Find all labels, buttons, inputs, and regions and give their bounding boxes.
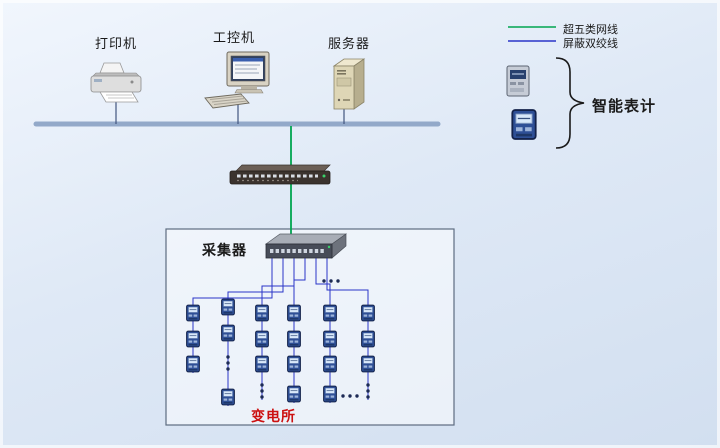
- meter-icon: [287, 304, 301, 322]
- meter-icon: [287, 355, 301, 373]
- ellipsis-dots: [260, 395, 264, 399]
- meter-icon: [255, 330, 269, 348]
- meter-icon: [323, 355, 337, 373]
- meter-branch-wire: [227, 258, 284, 406]
- ellipsis-dots: [322, 279, 326, 283]
- ellipsis-dots: [366, 383, 370, 387]
- meter-icon: [186, 330, 200, 348]
- meter-grid: [186, 258, 375, 406]
- meter-icon: [361, 355, 375, 373]
- ellipsis-dots: [348, 394, 352, 398]
- substation-label: 变电所: [251, 408, 296, 424]
- legend-label-stp: 屏蔽双绞线: [563, 38, 618, 50]
- meter-icon: [323, 385, 337, 403]
- server-icon: [332, 58, 366, 110]
- printer-label: 打印机: [95, 36, 138, 51]
- printer-icon: [90, 62, 142, 103]
- collector-label: 采集器: [202, 242, 247, 258]
- legend-label-cat5e: 超五类网线: [563, 24, 618, 36]
- meter-icon: [221, 298, 235, 316]
- ellipsis-dots: [366, 395, 370, 399]
- meter-icon: [287, 385, 301, 403]
- ellipsis-dots: [226, 367, 230, 371]
- ellipsis-dots: [355, 394, 359, 398]
- ellipsis-dots: [226, 361, 230, 365]
- meter-icon: [323, 330, 337, 348]
- meter-icon: [255, 355, 269, 373]
- smart-meters-label: 智能表计: [592, 98, 657, 115]
- meter-icon: [221, 388, 235, 406]
- ellipsis-dots: [341, 394, 345, 398]
- meter-icon: [255, 304, 269, 322]
- ellipsis-dots: [336, 279, 340, 283]
- smart-meter-icon-b: [511, 109, 537, 140]
- switch-icon: [229, 164, 331, 185]
- industrial-pc-icon: [204, 51, 270, 109]
- meter-icon: [221, 324, 235, 342]
- ellipsis-dots: [226, 355, 230, 359]
- smart-meter-icon-a: [506, 65, 530, 97]
- industrial-pc-label: 工控机: [213, 30, 256, 45]
- ellipsis-dots: [260, 389, 264, 393]
- meter-icon: [287, 330, 301, 348]
- meter-icon: [323, 304, 337, 322]
- ellipsis-dots: [260, 383, 264, 387]
- meter-icon: [186, 304, 200, 322]
- brace: [555, 57, 585, 149]
- substation-box: [165, 228, 455, 426]
- ellipsis-dots: [329, 279, 333, 283]
- meter-icon: [186, 355, 200, 373]
- server-label: 服务器: [328, 36, 371, 51]
- collector-icon: [264, 233, 348, 259]
- meter-icon: [361, 330, 375, 348]
- ellipsis-dots: [366, 389, 370, 393]
- meter-icon: [361, 304, 375, 322]
